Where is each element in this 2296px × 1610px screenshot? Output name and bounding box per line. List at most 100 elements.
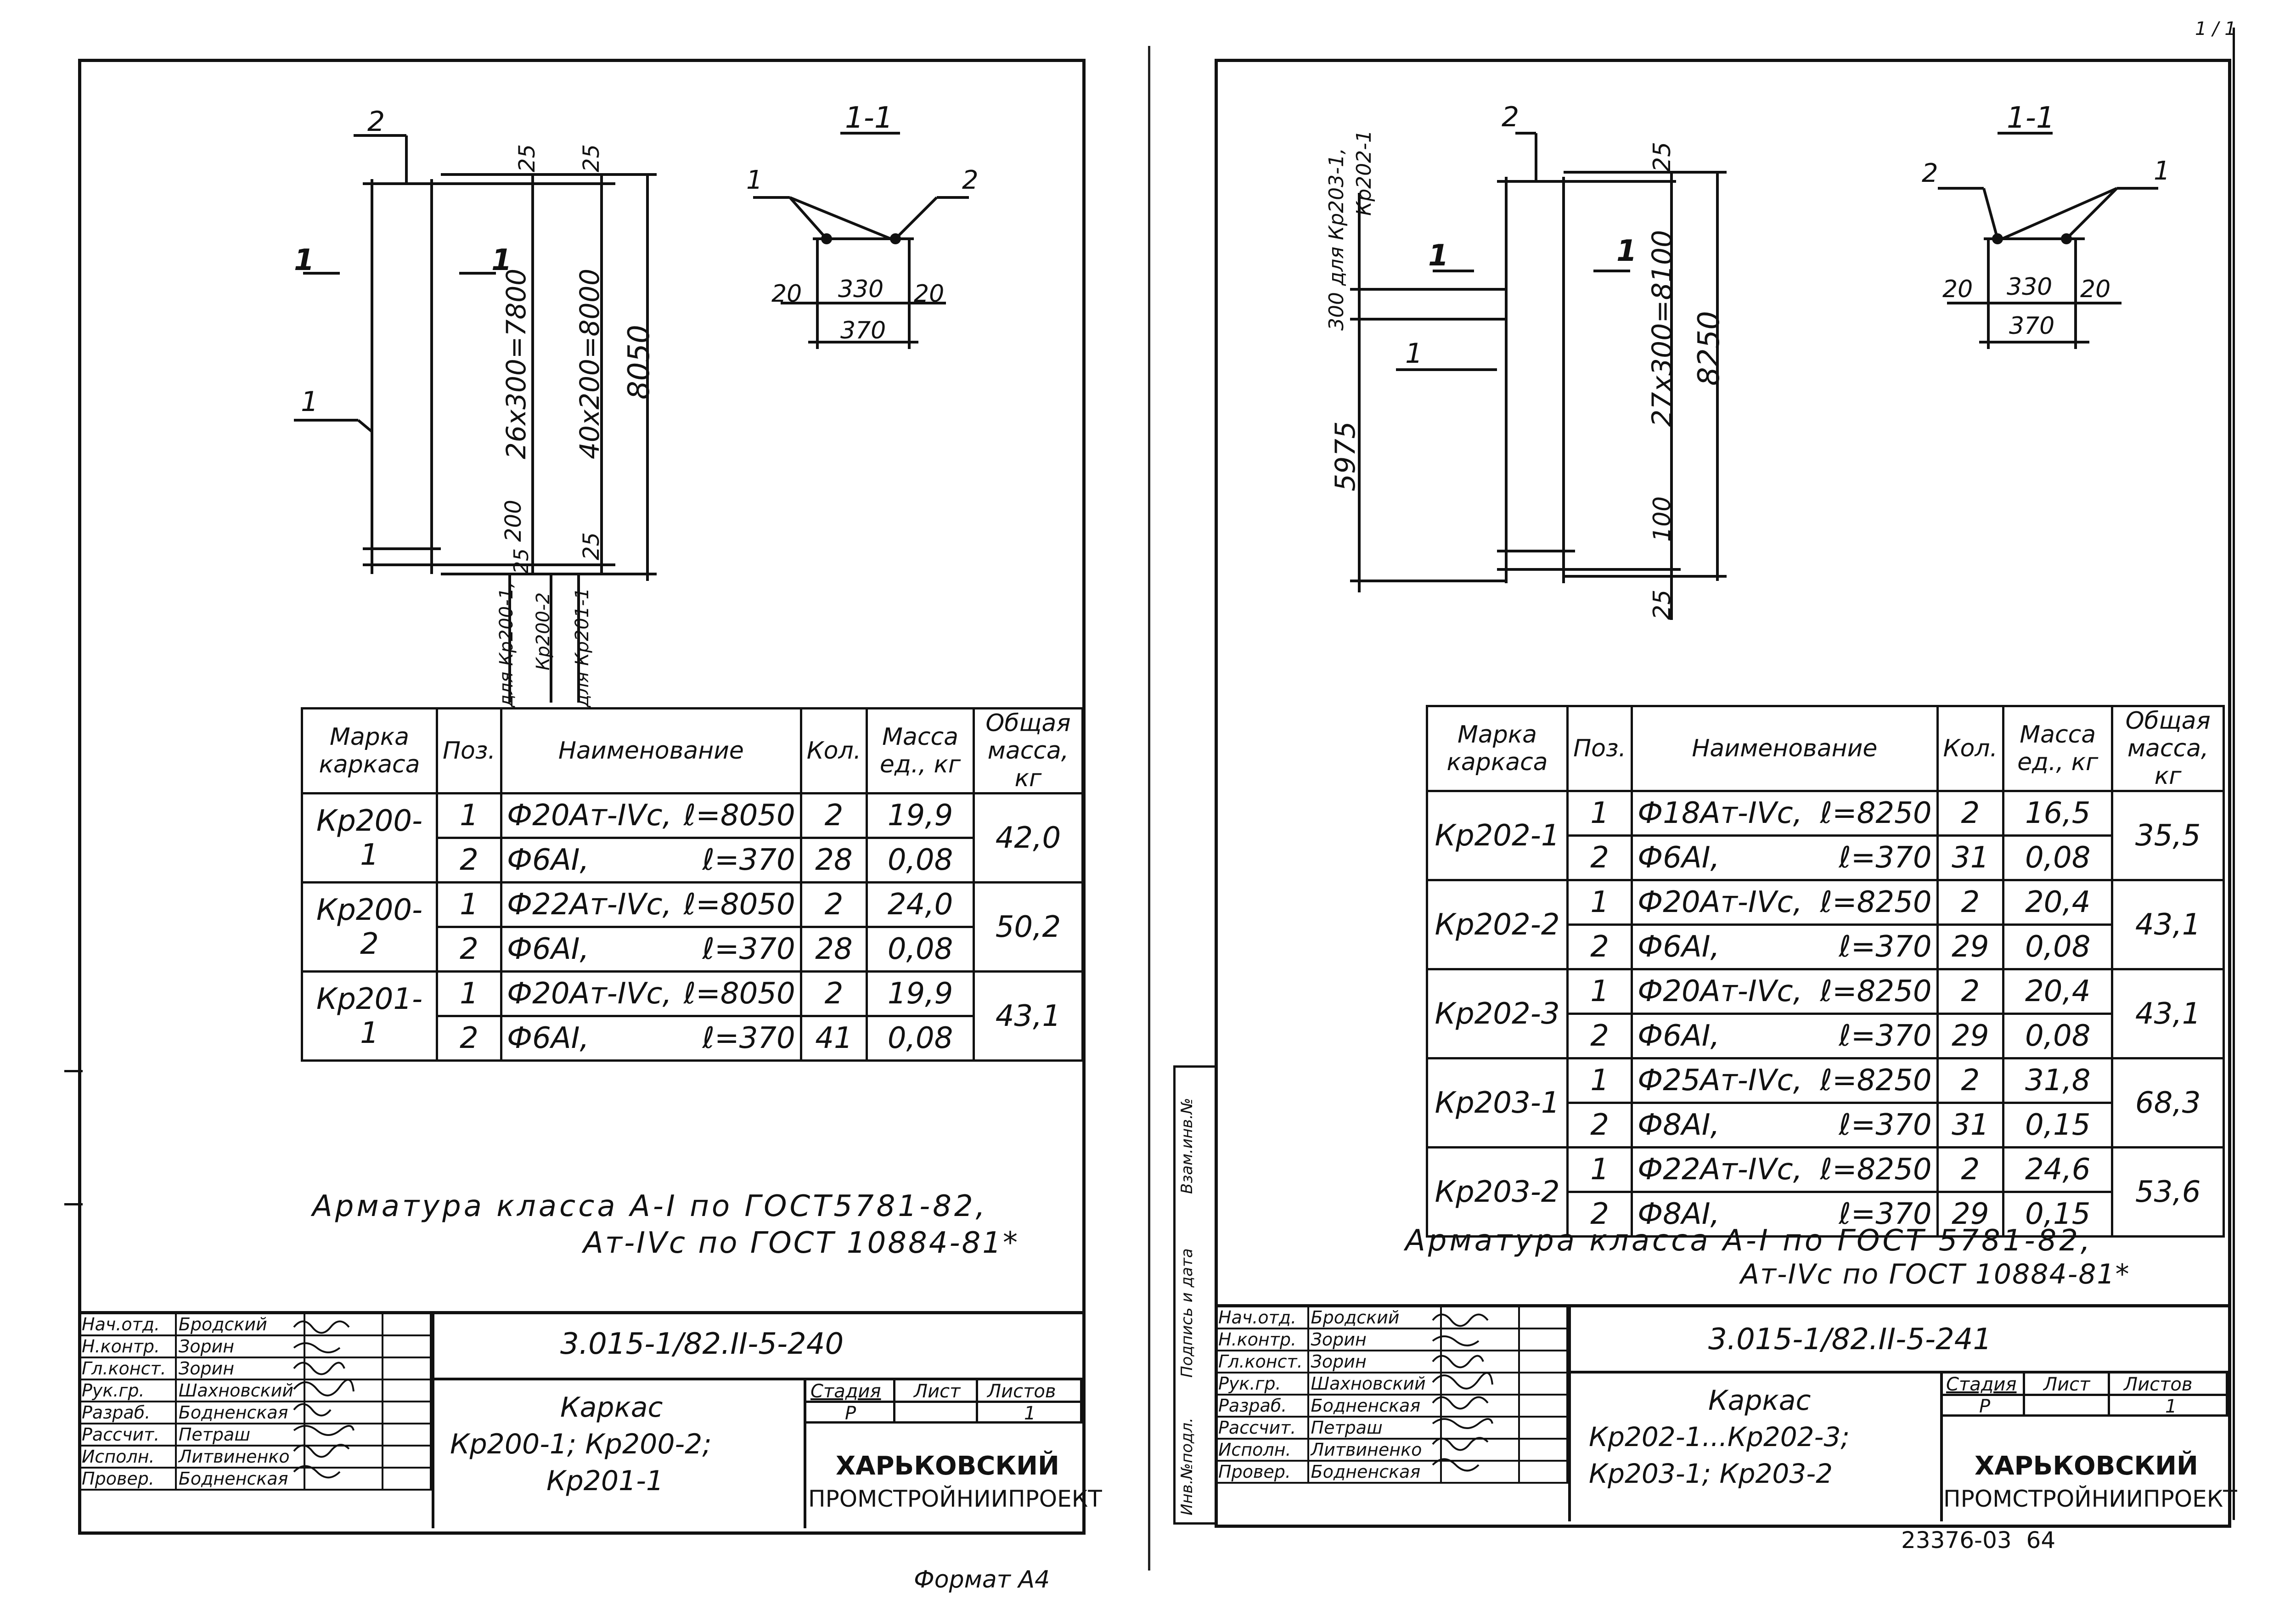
row-pos: 2 <box>435 926 503 973</box>
row-mark: Кр203-1 <box>1425 1057 1569 1148</box>
table-row: Кр200-2 1 Ф22Ат-IVс,ℓ=8050 2 24,0 50,2 <box>301 881 1084 973</box>
table-row: Кр200-1 1 Ф20Ат-IVс,ℓ=8050 2 19,9 42,0 <box>301 792 1084 884</box>
row-name: Ф6АI,ℓ=370 <box>500 1015 802 1062</box>
sig-name: Бодненская <box>174 1401 306 1424</box>
table-row: 2 Ф8АI,ℓ=370 31 0,15 <box>1427 1102 2224 1148</box>
row-total: 50,2 <box>972 881 1084 973</box>
sig-name: Бодненская <box>1307 1460 1442 1484</box>
left-tb-divider-v <box>432 1312 434 1528</box>
sheets-header-label: Листов <box>2124 1374 2193 1395</box>
row-len-text: ℓ=370 <box>1839 930 1932 964</box>
sig-row: Исполн.Литвиненко <box>1215 1438 1568 1462</box>
sig-name: Шахновский <box>174 1379 306 1402</box>
row-qty: 41 <box>799 1015 868 1062</box>
sig-date <box>382 1379 432 1402</box>
table-row: 2 Ф6АI,ℓ=370 29 0,08 <box>1427 1013 2224 1059</box>
sig-date <box>382 1423 432 1447</box>
signature-mark <box>304 1467 384 1491</box>
row-len-text: ℓ=370 <box>1839 1197 1932 1231</box>
left-section-title: 1-1 <box>845 101 893 135</box>
col-mark-header: Марка каркаса <box>1425 705 1569 792</box>
row-name: Ф6АI,ℓ=370 <box>1631 1013 1939 1059</box>
right-section-mark-a: 1 <box>1428 239 1449 273</box>
row-len-text: ℓ=8250 <box>1820 974 1932 1008</box>
row-pos: 1 <box>1566 968 1633 1015</box>
right-doc-code: 3.015-1/82.II-5-241 <box>1708 1323 1992 1357</box>
sig-role: Рассчит. <box>1215 1416 1309 1440</box>
row-name: Ф8АI,ℓ=370 <box>1631 1102 1939 1148</box>
right-edge-line <box>2233 28 2235 1520</box>
sig-date <box>1518 1328 1568 1351</box>
row-mass: 20,4 <box>2002 968 2114 1015</box>
row-mass: 0,08 <box>2002 1013 2114 1059</box>
row-total: 68,3 <box>2111 1057 2225 1148</box>
sig-role: Исполн. <box>78 1445 177 1469</box>
sig-row: Н.контр.Зорин <box>78 1334 432 1358</box>
row-len-text: ℓ=8250 <box>1820 1064 1932 1098</box>
row-name: Ф22Ат-IVс,ℓ=8250 <box>1631 1146 1939 1193</box>
left-sheet-frame <box>78 59 1086 1535</box>
sig-name: Зорин <box>1307 1350 1442 1374</box>
row-mass: 24,6 <box>2002 1146 2114 1193</box>
row-mass: 0,15 <box>2002 1191 2114 1238</box>
left-tb-divider-h1 <box>432 1378 1082 1380</box>
row-pos: 2 <box>1566 1013 1633 1059</box>
row-pos: 1 <box>1566 1057 1633 1104</box>
sheet-header-label: Лист <box>914 1381 961 1402</box>
row-pos: 2 <box>435 837 503 884</box>
sig-date <box>382 1334 432 1358</box>
sig-date <box>1518 1372 1568 1396</box>
top-right-label: 1 / 1 <box>2195 18 2236 39</box>
row-total: 35,5 <box>2111 790 2225 881</box>
sig-date <box>382 1445 432 1469</box>
signature-mark <box>1440 1372 1520 1396</box>
right-sheets-value: 1 <box>2108 1394 2228 1417</box>
sig-role: Гл.конст. <box>78 1357 177 1380</box>
row-len-text: ℓ=370 <box>1839 1108 1932 1142</box>
row-qty: 2 <box>799 881 868 928</box>
row-total: 42,0 <box>972 792 1084 884</box>
row-total: 53,6 <box>2111 1146 2225 1238</box>
sig-role: Нач.отд. <box>1215 1306 1309 1329</box>
row-len-text: ℓ=370 <box>702 843 795 877</box>
row-len-text: ℓ=370 <box>1839 841 1932 875</box>
right-org-1: ХАРЬКОВСКИЙ <box>1975 1451 2198 1481</box>
right-tb-divider-v <box>1568 1306 1571 1521</box>
row-name: Ф25Ат-IVс, ℓ=8250 <box>1631 1057 1939 1104</box>
row-name-text: Ф25Ат-IVс, <box>1638 1064 1803 1098</box>
row-mass: 24,0 <box>866 881 975 928</box>
row-pos: 1 <box>1566 790 1633 837</box>
signature-mark <box>304 1445 384 1469</box>
right-note-line-1: Арматура класса А-I по ГОСТ 5781-82, <box>1405 1224 2093 1258</box>
row-name: Ф20Ат-IVс,ℓ=8250 <box>1631 968 1939 1015</box>
side-stamp <box>1173 1065 1217 1525</box>
sig-name: Зорин <box>174 1357 306 1380</box>
sig-row: Нач.отд.Бродский <box>1215 1306 1568 1329</box>
sig-name: Петраш <box>1307 1416 1442 1440</box>
right-tb-divider-h1 <box>1568 1371 2228 1374</box>
sig-role: Н.контр. <box>78 1334 177 1358</box>
sig-name: Литвиненко <box>174 1445 306 1469</box>
row-pos: 2 <box>1566 1102 1633 1148</box>
row-name: Ф20Ат-IVс,ℓ=8050 <box>500 970 802 1017</box>
row-mass: 31,8 <box>2002 1057 2114 1104</box>
left-section-mark-a: 1 <box>294 243 315 277</box>
row-pos: 2 <box>435 1015 503 1062</box>
sig-role: Гл.конст. <box>1215 1350 1309 1374</box>
left-sec-370: 370 <box>840 317 886 344</box>
sheets-value: 1 <box>1024 1403 1036 1424</box>
row-name-text: Ф20Ат-IVс, <box>1638 885 1803 919</box>
sig-row: Провер.Бодненская <box>1215 1460 1568 1484</box>
right-section-mark-b: 1 <box>1616 234 1637 268</box>
table-row: Кр203-2 1 Ф22Ат-IVс,ℓ=8250 2 24,6 53,6 <box>1425 1146 2225 1238</box>
sig-row: Нач.отд.Бродский <box>78 1312 432 1336</box>
table-row: 2 Ф6АI,ℓ=370 28 0,08 <box>302 926 1083 973</box>
table-row: Кр201-1 1 Ф20Ат-IVс,ℓ=8050 2 19,9 43,1 <box>301 970 1084 1062</box>
right-sheet-value <box>2023 1394 2110 1417</box>
row-total: 43,1 <box>2111 879 2225 970</box>
row-qty: 2 <box>1936 879 2005 926</box>
sig-row: Рук.гр.Шахновский <box>1215 1372 1568 1396</box>
sig-date <box>1518 1416 1568 1440</box>
row-name-text: Ф6АI, <box>507 932 589 966</box>
